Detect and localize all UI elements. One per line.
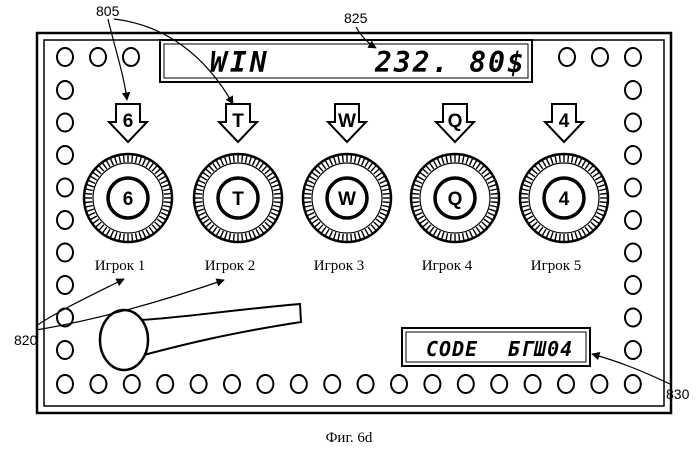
light-bulb xyxy=(591,375,607,393)
light-bulb xyxy=(157,375,173,393)
light-bulb xyxy=(57,375,73,393)
reel-3: W W Игрок 3 xyxy=(303,104,391,274)
reel-symbol: W xyxy=(338,189,356,210)
light-bulb xyxy=(625,48,641,66)
reel-symbol: Q xyxy=(448,189,463,210)
light-bulb xyxy=(558,375,574,393)
light-bulb xyxy=(391,375,407,393)
light-bulb xyxy=(57,244,73,262)
player-label: Игрок 3 xyxy=(314,258,365,274)
player-label: Игрок 1 xyxy=(95,258,146,274)
light-bulb xyxy=(57,146,73,164)
light-bulb xyxy=(57,179,73,197)
light-bulb xyxy=(57,341,73,359)
light-bulb xyxy=(424,375,440,393)
player-label: Игрок 4 xyxy=(422,258,473,274)
light-bulb xyxy=(625,81,641,99)
light-bulb xyxy=(191,375,207,393)
light-bulb xyxy=(257,375,273,393)
indicator-symbol: 4 xyxy=(559,111,570,132)
win-amount: 232. 80$ xyxy=(374,46,526,79)
light-bulb xyxy=(592,48,608,66)
indicator-symbol: 6 xyxy=(123,111,134,132)
win-label: WIN xyxy=(210,46,270,79)
player-label: Игрок 5 xyxy=(531,258,582,274)
indicator-symbol: W xyxy=(338,111,356,132)
light-bulb xyxy=(625,244,641,262)
light-bulb xyxy=(90,375,106,393)
lever-knob[interactable] xyxy=(100,310,148,370)
light-bulb xyxy=(625,146,641,164)
lever[interactable] xyxy=(100,304,301,370)
light-bulb xyxy=(57,48,73,66)
reel-4: Q Q Игрок 4 xyxy=(411,104,499,274)
light-bulb xyxy=(358,375,374,393)
light-bulb xyxy=(625,114,641,132)
light-bulb xyxy=(525,375,541,393)
reel-symbol: 4 xyxy=(559,189,570,210)
light-bulb xyxy=(291,375,307,393)
reel-2: T T Игрок 2 xyxy=(194,104,282,274)
ref-830: 830 xyxy=(666,386,690,402)
indicator-symbol: T xyxy=(232,111,244,132)
ref-820: 820 xyxy=(14,332,38,348)
indicator-symbol: Q xyxy=(448,111,463,132)
light-bulb xyxy=(491,375,507,393)
light-bulb xyxy=(57,276,73,294)
code-value: БГШ04 xyxy=(508,337,573,361)
reel-symbol: 6 xyxy=(123,189,134,210)
lever-arm xyxy=(140,304,301,356)
light-bulb xyxy=(57,114,73,132)
ref-825: 825 xyxy=(344,10,368,26)
reel-1: 6 6Игрок 1 xyxy=(84,104,172,274)
light-bulb xyxy=(625,276,641,294)
figure-caption: Фиг. 6d xyxy=(326,430,373,446)
light-bulb xyxy=(458,375,474,393)
light-bulb xyxy=(123,48,139,66)
light-bulb xyxy=(57,211,73,229)
player-label: Игрок 2 xyxy=(205,258,256,274)
light-bulb xyxy=(625,179,641,197)
light-bulb xyxy=(324,375,340,393)
light-bulb xyxy=(90,48,106,66)
light-bulb xyxy=(625,309,641,327)
reel-5: 4 4Игрок 5 xyxy=(520,104,608,274)
light-bulb xyxy=(124,375,140,393)
reel-symbol: T xyxy=(232,189,244,210)
reels-group: 6 6Игрок 1 T T Игрок 2 W W Игрок 3 Q Q Игрок 4 4 4Иг… xyxy=(84,104,608,274)
light-bulb xyxy=(57,81,73,99)
light-bulb xyxy=(625,211,641,229)
light-bulb xyxy=(625,341,641,359)
light-bulb xyxy=(559,48,575,66)
win-display: WIN 232. 80$ xyxy=(160,40,532,82)
code-display: CODE БГШ04 xyxy=(402,328,590,366)
light-bulb xyxy=(625,375,641,393)
code-label: CODE xyxy=(426,337,478,361)
light-bulb xyxy=(224,375,240,393)
ref-805: 805 xyxy=(96,3,120,19)
